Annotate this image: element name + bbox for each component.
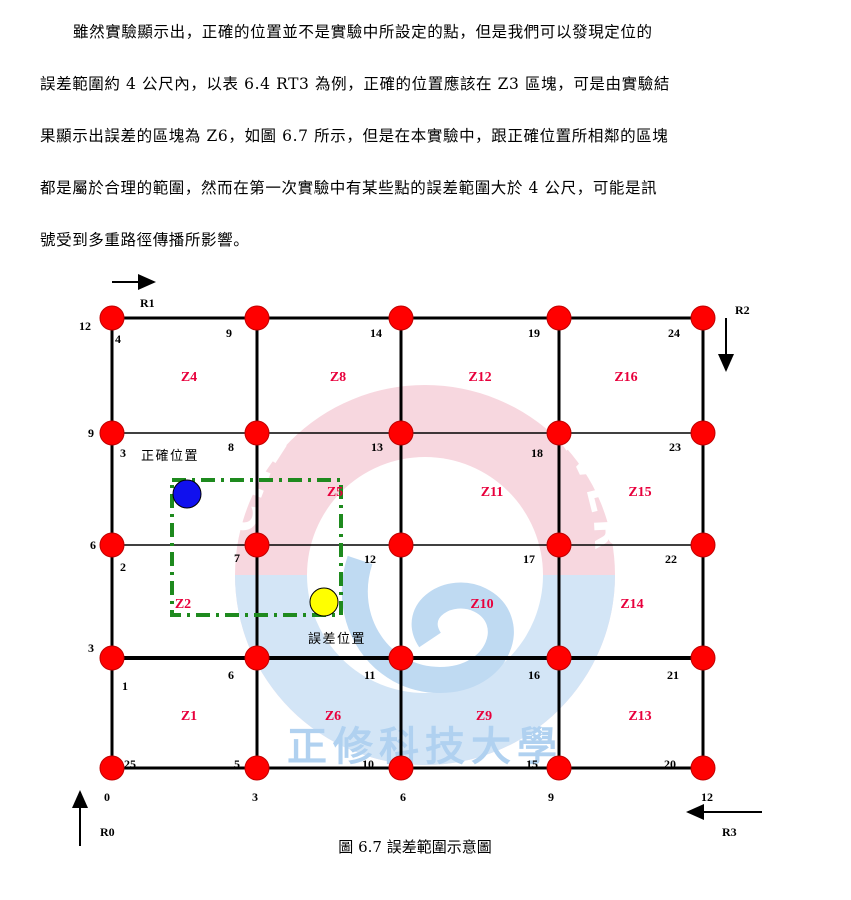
zone-label: Z16 [614,370,637,385]
node [690,305,716,331]
reader-arrows [72,274,762,846]
node [546,532,572,558]
node [244,645,270,671]
paragraph-line: 都是屬於合理的範圍，然而在第一次實驗中有某些點的誤差範圍大於 4 公尺，可能是訊 [40,179,658,197]
node-number: 25 [124,757,136,771]
body-paragraph: 雖然實驗顯示出，正確的位置並不是實驗中所設定的點，但是我們可以發現定位的 誤差範… [40,6,830,266]
node-numbers: 12 4 9 14 19 24 9 3 8 13 18 23 6 2 7 12 … [79,319,681,771]
reader-labels: R1 R2 R3 R0 [100,296,750,839]
node-number: 24 [668,326,680,340]
paragraph-line: 誤差範圍約 4 公尺內，以表 6.4 RT3 為例，正確的位置應該在 Z3 區塊… [40,75,670,93]
node [99,645,125,671]
error-position-marker [309,587,339,617]
node [244,305,270,331]
zone-label: Z10 [470,597,493,612]
node-number: 6 [90,538,96,552]
node-number: 21 [667,668,679,682]
node [546,755,572,781]
zone-label: Z4 [181,370,197,385]
node [99,532,125,558]
node [99,305,125,331]
node [244,755,270,781]
node-number: 14 [370,326,382,340]
node-number: 12 [364,552,376,566]
zone-label: Z11 [481,485,504,500]
node-number: 7 [234,551,240,565]
reader-label: R0 [100,825,115,839]
node [244,532,270,558]
correct-position-marker [172,479,202,509]
correct-position-label: 正確位置 [141,448,199,464]
node [388,755,414,781]
node-number: 9 [88,426,94,440]
node-number: 22 [665,552,677,566]
zone-label: Z1 [181,709,197,724]
node-number: 2 [120,560,126,574]
node [546,420,572,446]
zone-label: Z15 [628,485,651,500]
node-number: 10 [362,757,374,771]
node [99,420,125,446]
zone-label: Z13 [628,709,651,724]
node-number: 3 [88,641,94,655]
node-number: 17 [523,552,535,566]
distance-number: 9 [548,790,554,804]
distance-number: 6 [400,790,406,804]
node [388,420,414,446]
node [546,645,572,671]
node-number: 11 [364,668,375,682]
node-number: 13 [371,440,383,454]
node-number: 1 [122,679,128,693]
zone-label: Z12 [468,370,491,385]
university-watermark: CHENG SHIU UNIVERSITY 正修科技大學 [235,385,615,770]
zone-label: Z9 [476,709,492,724]
reader-label: R2 [735,303,750,317]
node-number: 18 [531,446,543,460]
distance-number: 3 [252,790,258,804]
zone-label: Z8 [330,370,346,385]
node [388,645,414,671]
node [690,755,716,781]
paragraph-line: 雖然實驗顯示出，正確的位置並不是實驗中所設定的點，但是我們可以發現定位的 [73,23,653,41]
paragraph-line: 果顯示出誤差的區塊為 Z6，如圖 6.7 所示，但是在本實驗中，跟正確位置所相鄰… [40,127,669,145]
node-number: 4 [115,332,121,346]
node-number: 9 [226,326,232,340]
node-number: 6 [228,668,234,682]
sensor-nodes [99,305,716,781]
node-number: 15 [526,757,538,771]
error-range-box [170,478,343,617]
node-number: 23 [669,440,681,454]
node-number: 8 [228,440,234,454]
paragraph-line: 號受到多重路徑傳播所影響。 [40,231,250,249]
node [690,420,716,446]
distance-number: 0 [104,790,110,804]
zone-label: Z5 [327,485,343,500]
watermark-chinese: 正修科技大學 [287,723,563,770]
node [690,645,716,671]
distance-number: 12 [701,790,713,804]
node [244,420,270,446]
node-number: 20 [664,757,676,771]
error-position-label: 誤差位置 [308,631,366,647]
node [99,755,125,781]
distance-numbers: 0 3 6 9 12 [104,790,713,804]
node [690,532,716,558]
zone-label: Z14 [620,597,643,612]
node-number: 19 [528,326,540,340]
node [546,305,572,331]
node-number: 12 [79,319,91,333]
node [388,532,414,558]
zone-label: Z6 [325,709,341,724]
node [388,305,414,331]
zone-label: Z2 [175,597,191,612]
node-number: 5 [234,757,240,771]
node-number: 16 [528,668,540,682]
zone-labels: Z1 Z2 Z4 Z5 Z8 Z6 Z9 Z10 Z11 Z12 Z13 Z14… [175,370,652,724]
reader-label: R1 [140,296,155,310]
figure-caption: 圖 6.7 誤差範圍示意圖 [338,838,491,856]
node-number: 3 [120,446,126,460]
reader-label: R3 [722,825,737,839]
